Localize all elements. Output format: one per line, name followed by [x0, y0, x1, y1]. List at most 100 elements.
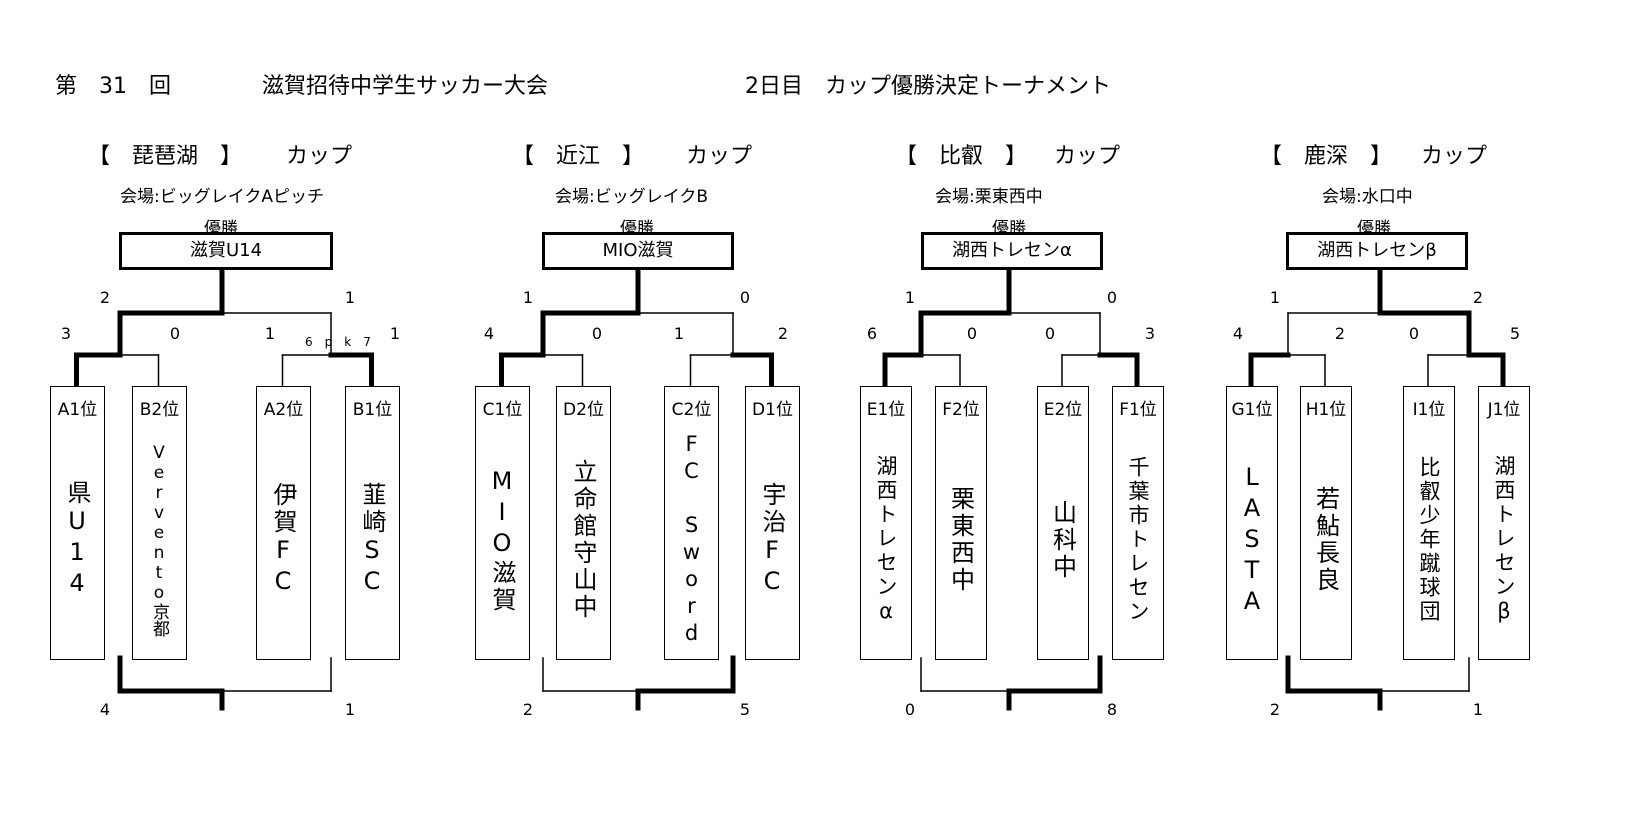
third-place-score: 1 [344, 700, 356, 719]
team-box: E2位山科中 [1037, 386, 1089, 660]
semi-score: 2 [777, 324, 789, 343]
semi-score: 1 [264, 324, 276, 343]
semi-score: 0 [1408, 324, 1420, 343]
final-score: 1 [1269, 288, 1281, 307]
semi-score: 4 [483, 324, 495, 343]
cup-name: 【 近江 】 [512, 144, 645, 169]
team-seed: A2位 [263, 400, 304, 420]
semi-score: 0 [1044, 324, 1056, 343]
team-name: 湖西トレセンα [874, 454, 898, 626]
pk-score: 6 p k 7 [305, 335, 371, 349]
cup-suffix: カップ [686, 144, 753, 169]
team-name: 県U14 [63, 480, 91, 600]
final-score: 1 [344, 288, 356, 307]
team-box: D1位宇治FC [745, 386, 800, 660]
semi-score: 3 [60, 324, 72, 343]
team-seed: F2位 [942, 400, 980, 420]
team-name: Vervento京都 [149, 443, 169, 637]
third-place-score: 4 [99, 700, 111, 719]
third-place-score: 1 [1472, 700, 1484, 719]
team-name: 若鮎長良 [1311, 486, 1340, 594]
team-box: J1位湖西トレセンβ [1478, 386, 1530, 660]
cup-name: 【 鹿深 】 [1260, 144, 1393, 169]
champion-box: 湖西トレセンβ [1286, 232, 1468, 270]
team-seed: D2位 [563, 400, 604, 420]
team-seed: J1位 [1487, 400, 1521, 420]
semi-score: 3 [1144, 324, 1156, 343]
team-name: 立命館守山中 [569, 459, 597, 621]
team-name: 韮崎SC [358, 482, 386, 598]
semi-score: 2 [1334, 324, 1346, 343]
final-score: 0 [1106, 288, 1118, 307]
semi-score: 4 [1232, 324, 1244, 343]
team-name: 湖西トレセンβ [1492, 454, 1516, 626]
team-box: A2位伊賀FC [256, 386, 311, 660]
team-name: 栗東西中 [946, 486, 975, 594]
third-place-score: 2 [1269, 700, 1281, 719]
third-place-score: 2 [522, 700, 534, 719]
team-box: C2位 FC Sword [664, 386, 719, 660]
final-score: 0 [739, 288, 751, 307]
semi-score: 1 [673, 324, 685, 343]
team-name: 宇治FC [758, 482, 786, 598]
team-seed: D1位 [752, 400, 793, 420]
team-box: B2位 Vervento京都 [132, 386, 187, 660]
team-seed: C2位 [671, 400, 712, 420]
team-seed: F1位 [1119, 400, 1157, 420]
semi-score: 6 [866, 324, 878, 343]
third-place-score: 8 [1106, 700, 1118, 719]
semi-score: 0 [966, 324, 978, 343]
venue-label: 会場:ビッグレイクAピッチ [120, 187, 325, 207]
team-box: B1位韮崎SC [345, 386, 400, 660]
team-name: 千葉市トレセン [1126, 456, 1150, 624]
final-score: 2 [1472, 288, 1484, 307]
semi-score: 0 [591, 324, 603, 343]
team-seed: B1位 [352, 400, 393, 420]
team-box: A1位県U14 [50, 386, 105, 660]
team-box: F2位栗東西中 [935, 386, 987, 660]
third-place-score: 0 [904, 700, 916, 719]
tournament-title: 滋賀招待中学生サッカー大会 [262, 74, 549, 99]
team-name: LASTA [1238, 462, 1266, 618]
team-seed: E2位 [1043, 400, 1083, 420]
team-seed: B2位 [139, 400, 180, 420]
team-name: 山科中 [1048, 499, 1077, 581]
cup-name: 【 琵琶湖 】 [88, 144, 243, 169]
team-box: F1位千葉市トレセン [1112, 386, 1164, 660]
team-name: FC Sword [679, 432, 704, 648]
third-place-score: 5 [739, 700, 751, 719]
team-box: I1位比叡少年蹴球団 [1403, 386, 1455, 660]
venue-label: 会場:ビッグレイクB [555, 187, 709, 207]
team-box: H1位若鮎長良 [1300, 386, 1352, 660]
cup-suffix: カップ [286, 144, 353, 169]
team-box: C1位 MIO滋賀 [475, 386, 530, 660]
team-seed: A1位 [57, 400, 98, 420]
team-seed: E1位 [866, 400, 906, 420]
venue-label: 会場:栗東西中 [935, 187, 1043, 207]
team-box: E1位湖西トレセンα [860, 386, 912, 660]
team-name: MIO滋賀 [488, 466, 516, 614]
cup-suffix: カップ [1421, 144, 1488, 169]
champion-box: 滋賀U14 [119, 232, 333, 270]
final-score: 2 [99, 288, 111, 307]
semi-score: 1 [389, 324, 401, 343]
team-seed: H1位 [1305, 400, 1347, 420]
team-box: D2位立命館守山中 [556, 386, 611, 660]
venue-label: 会場:水口中 [1322, 187, 1413, 207]
cup-name: 【 比叡 】 [895, 144, 1028, 169]
champion-box: 湖西トレセンα [921, 232, 1103, 270]
champion-box: MIO滋賀 [542, 232, 734, 270]
semi-score: 0 [169, 324, 181, 343]
semi-score: 5 [1509, 324, 1521, 343]
day-subtitle: 2日目 カップ優勝決定トーナメント [745, 74, 1111, 99]
team-seed: G1位 [1231, 400, 1273, 420]
final-score: 1 [522, 288, 534, 307]
edition-label: 第 31 回 [55, 74, 171, 99]
team-name: 比叡少年蹴球団 [1417, 456, 1441, 624]
final-score: 1 [904, 288, 916, 307]
team-seed: C1位 [482, 400, 523, 420]
team-seed: I1位 [1412, 400, 1446, 420]
team-box: G1位 LASTA [1226, 386, 1278, 660]
team-name: 伊賀FC [269, 482, 297, 598]
